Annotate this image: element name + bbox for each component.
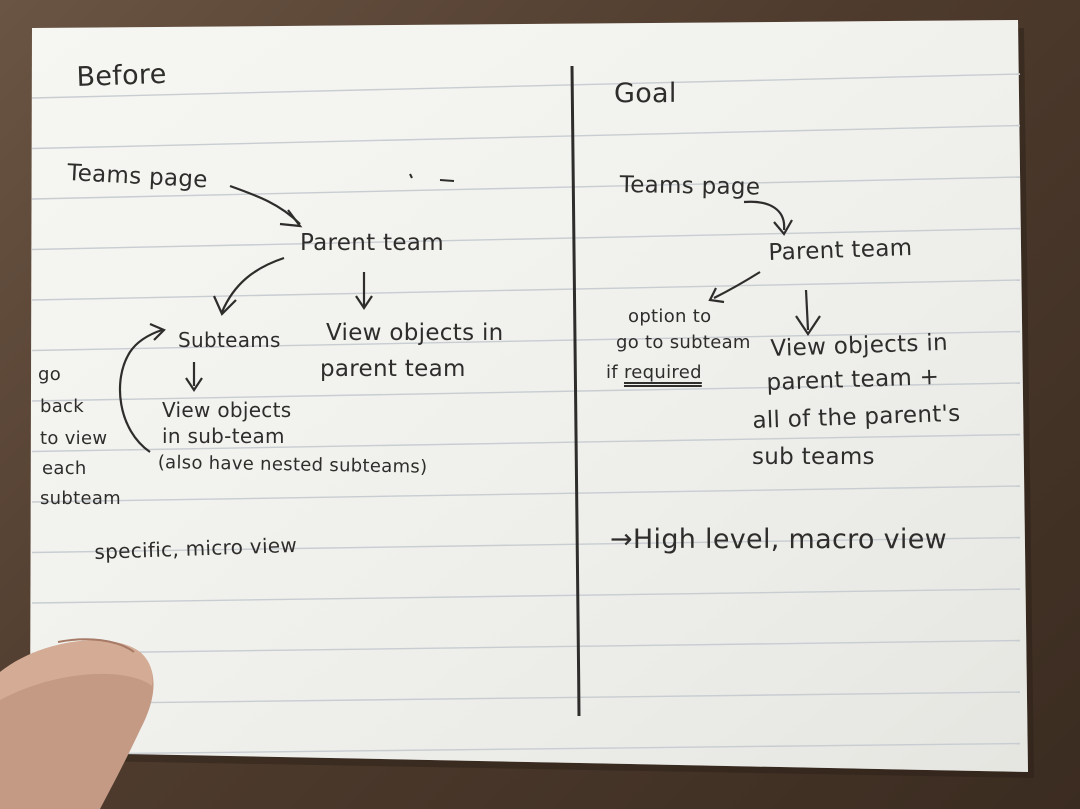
before-subteams-label: Subteams xyxy=(178,328,281,352)
before-parent-team-label: Parent team xyxy=(300,230,444,256)
goal-option-line3: if required xyxy=(606,362,702,383)
goal-option-line2: go to subteam xyxy=(616,332,751,353)
center-divider-line xyxy=(570,65,581,717)
goal-option-line1: option to xyxy=(628,306,712,327)
ruled-line xyxy=(31,330,1021,352)
arrowhead-teams-to-parent-right xyxy=(773,219,793,236)
arrowhead-parent-to-view-objects xyxy=(355,295,373,310)
arrow-parent-to-subteams xyxy=(220,256,285,313)
ruled-line xyxy=(31,742,1021,756)
arrow-loop-back-to-subteams xyxy=(118,328,163,453)
ruled-line xyxy=(31,382,1021,402)
ruled-line xyxy=(31,124,1021,150)
goal-summary: →High level, macro view xyxy=(610,524,948,555)
before-view-objects-sub-line2: in sub-team xyxy=(162,424,285,448)
before-view-objects-sub-line1: View objects xyxy=(162,398,292,422)
goal-teams-page-label: Teams page xyxy=(619,172,761,201)
ruled-line xyxy=(31,73,1021,99)
arrowhead-parent-to-option xyxy=(708,287,725,304)
go-back-line: go xyxy=(38,364,62,385)
ruled-line xyxy=(31,536,1021,554)
ruled-line xyxy=(31,485,1021,503)
thumbnail-edge xyxy=(57,638,135,653)
before-view-objects-parent-line2: parent team xyxy=(320,356,466,382)
arrow-parent-to-option xyxy=(713,271,761,299)
go-back-line: subteam xyxy=(40,488,122,509)
ruled-line xyxy=(31,176,1021,200)
goal-parent-team-label: Parent team xyxy=(768,234,913,266)
before-view-objects-parent-line1: View objects in xyxy=(326,320,504,346)
arrowhead-parent-to-subteams xyxy=(212,295,237,316)
ruled-lines xyxy=(31,73,1021,756)
thumb-highlight xyxy=(0,640,153,700)
ruled-line xyxy=(31,639,1021,655)
stray-mark-2 xyxy=(439,179,455,182)
go-back-line: each xyxy=(42,458,87,479)
stray-mark-1 xyxy=(409,173,413,179)
goal-option-if: if xyxy=(606,362,618,383)
arrowhead-teams-to-parent-left xyxy=(279,209,303,228)
goal-heading: Goal xyxy=(614,78,677,109)
card-shading xyxy=(30,20,1028,772)
goal-view-line4: sub teams xyxy=(752,444,875,470)
arrowhead-subteams-to-view-sub xyxy=(185,377,203,392)
ruled-line xyxy=(31,691,1021,705)
before-heading: Before xyxy=(76,58,168,93)
ruled-line xyxy=(31,433,1021,453)
go-back-line: to view xyxy=(40,428,108,449)
go-back-line: back xyxy=(40,396,84,417)
goal-option-required: required xyxy=(623,362,702,383)
ruled-line xyxy=(31,279,1021,301)
ruled-line xyxy=(31,227,1021,251)
arrow-parent-to-view-all xyxy=(804,289,810,331)
arrowhead-parent-to-view-all xyxy=(795,315,821,336)
arrow-teams-to-parent-right xyxy=(743,200,786,231)
ruled-line xyxy=(31,588,1021,604)
arrowhead-loop-back xyxy=(149,322,166,341)
